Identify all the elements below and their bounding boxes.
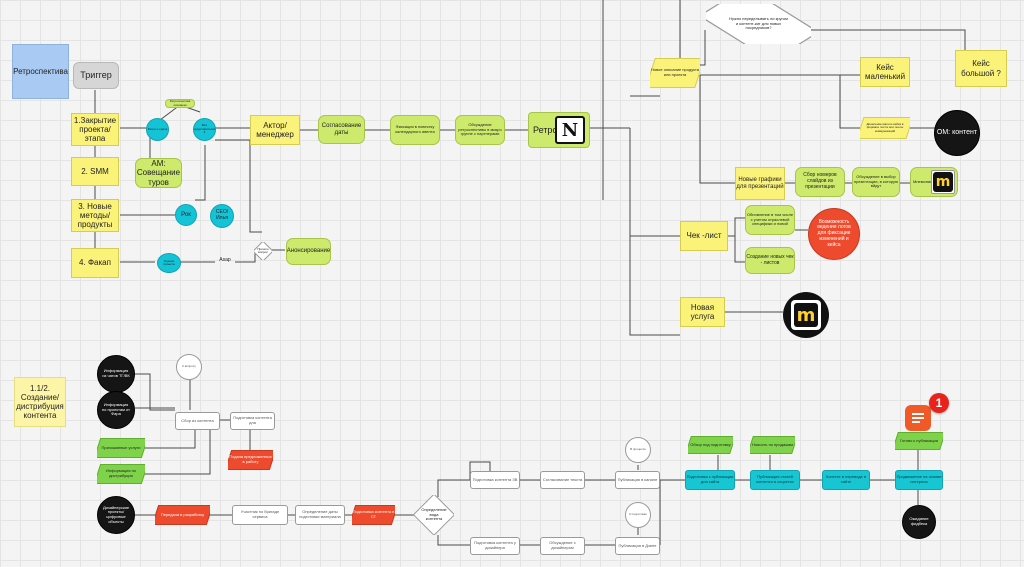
miro-glyph-large-icon: m [794,303,818,327]
white-circle-mid[interactable]: В процессе [625,437,651,463]
checklist-node[interactable]: Чек -лист [680,221,728,251]
top-diamond[interactable]: Нужно переделывать ли кругом и контент-к… [706,4,811,44]
publish-dzen-node[interactable]: Публикация в Дзене [615,537,660,555]
agree-text-node[interactable]: Согласование текста [540,471,585,489]
connector [145,425,211,475]
new-graphics-node[interactable]: Новые графики для презентаций [735,167,785,200]
logs-red-circle[interactable]: Возможность ведения логов для фиксации и… [808,208,860,260]
define-date-node[interactable]: Определение даты подготовки материала [295,505,345,525]
connector [839,75,860,129]
cyan-box-1[interactable]: Подготовка к публикации для сайта [685,470,735,490]
white-circle-low[interactable]: К подготовке [625,502,651,528]
red-para-2[interactable]: Передача в разработку [155,505,210,525]
green-para-2[interactable]: Информация по дистрибуции [97,464,145,484]
cyan-circle-b[interactable]: Без представителей 3 [193,118,216,141]
green-para-4[interactable]: Новость по продажам [750,436,795,454]
publish-channel-node[interactable]: Публикация в канале [615,471,660,489]
am-meeting-node[interactable]: АМ: Совещание туров [135,158,182,188]
comment-count-badge: 1 [929,393,949,413]
announce-node[interactable]: Анонсирование [286,238,331,265]
discuss-slides-node[interactable]: Обсуждение в выбор презентации, в котору… [852,167,900,197]
green-para-1[interactable]: Прихожанные услуги [97,438,145,458]
small-decision-diamond[interactable]: Пришло вопрос [254,242,272,260]
red-para-1[interactable]: Подача предложенных в работу [228,450,273,470]
prep-content-node[interactable]: Подготовка контента для [230,412,275,430]
closing-node[interactable]: 1.Закрытие проекта/ этапа [71,113,119,146]
black-circle-1[interactable]: Информация из чатов ТГ/ВК [97,355,135,393]
update-checklist-node[interactable]: Обновление в том числе с учетом отраслев… [745,205,795,235]
new-product-para[interactable]: Новое описание продукта или проекта [650,58,700,88]
white-circle-top[interactable]: К вопросу [176,354,202,380]
comment-icon[interactable] [905,405,931,431]
tiny-green-label[interactable]: Ретроспектива основная [165,99,195,108]
feedback-end-circle[interactable]: Ожидание фидбека [902,505,936,539]
miro-glyph-icon: m [933,172,953,192]
connector [215,139,262,233]
cyan-box-4[interactable]: Продвижение на основе интереса [895,470,943,490]
content-type-diamond[interactable]: Определение вида контента [414,495,454,535]
content-creation-sticky[interactable]: 1.1/2. Создание/ дистрибуция контента [14,377,66,427]
connector [437,535,470,546]
connector [135,373,175,411]
connector [235,252,256,263]
connector [728,217,745,237]
black-circle-2[interactable]: Информация по проектам от Фара [97,391,135,429]
prep-designer-node[interactable]: Подготовка контента у дизайнера [470,537,520,555]
cyan-circle-a[interactable]: Ретро и сдача [146,118,169,141]
asap-label: Asap [219,257,231,264]
green-para-5[interactable]: Готово к публикации [895,432,943,450]
comment-lines-icon [912,413,924,423]
black-circle-3[interactable]: Дизайнерские проекты/ цифровые объекты [97,496,135,534]
connector [734,236,745,263]
miro-logo-tile: m [791,300,821,330]
collect-slides-node[interactable]: Сбор номеров слайдов из презентации [795,167,845,197]
service-member-node[interactable]: Участник по бригаде сервиса [232,505,288,525]
connector [145,425,196,449]
fix-calendar-node[interactable]: Фиксация в повестку календарного ивента [390,115,440,145]
cyan-circle-c[interactable]: Оценка проекта [157,253,181,273]
connector [629,128,680,336]
discuss-partners-node[interactable]: Обсуждение ретроспективы в микро группе … [455,115,505,145]
smm-node[interactable]: 2. SMM [71,157,119,186]
connector [699,75,735,184]
miro-logo-small-icon: m [931,170,955,194]
actor-node[interactable]: Актор/ менеджер [250,115,300,145]
fakap-node[interactable]: 4. Факап [71,248,119,278]
small-case-post-para[interactable]: Донесение малого кейса в формате поста и… [860,117,910,139]
cyan-box-3[interactable]: Контент в переводе в сайте [822,470,870,490]
create-checklists-node[interactable]: Создание новых чек - листов [745,247,795,274]
connector [810,29,966,50]
red-para-3[interactable]: Подготовка контента в СТ [352,505,395,525]
agree-date-node[interactable]: Согласование даты [318,115,365,144]
notion-logo-icon: N [555,116,585,144]
prep-3v-node[interactable]: Подготовка контента ЗВ [470,471,520,489]
collect-content-node[interactable]: Сбор из контента [175,412,220,430]
om-content-circle[interactable]: ОМ: контент [934,110,980,156]
green-para-3[interactable]: Обзор под подготовку [688,436,733,454]
retro-sticky[interactable]: Ретроспектива [12,44,69,99]
seo-circle[interactable]: СЕО/ Илья [210,204,234,228]
cyan-box-2[interactable]: Публикация статей контента в соцсетях [750,470,800,490]
rok-circle[interactable]: Рок [175,204,197,226]
small-case-node[interactable]: Кейс маленький [860,57,910,87]
new-service-node[interactable]: Новая услуга [680,297,725,327]
new-methods-node[interactable]: 3. Новые методы/ продукты [71,199,119,232]
discuss-designer-node[interactable]: Обсуждение с дизайнером [540,537,585,555]
miro-logo-large-icon: m [783,292,829,338]
connector [195,145,206,201]
trigger-node[interactable]: Триггер [73,62,119,89]
big-case-node[interactable]: Кейс большой ? [955,50,1007,87]
